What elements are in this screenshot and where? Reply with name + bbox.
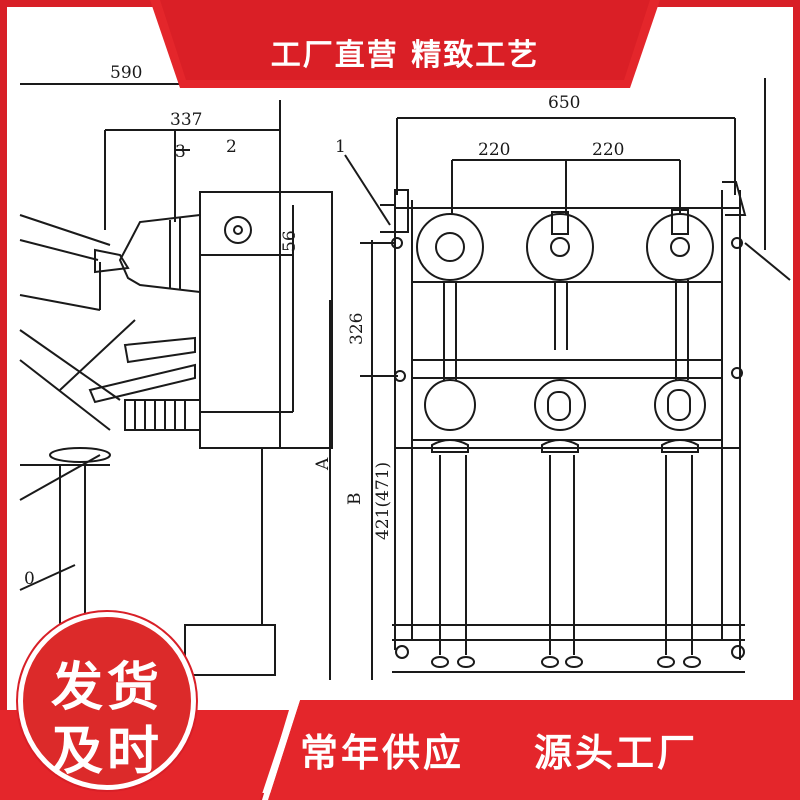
callout-10: 0 [24, 569, 35, 589]
dim-220-right: 220 [592, 140, 624, 160]
dim-56: 56 [280, 230, 300, 252]
dim-326: 326 [347, 313, 367, 345]
dim-label-b: B [345, 493, 365, 506]
dim-590: 590 [110, 63, 142, 83]
callout-1: 1 [335, 137, 346, 157]
callout-3: 3 [175, 142, 186, 162]
delivery-badge: 发货 及时 [18, 612, 196, 790]
badge-text-line2: 及时 [50, 722, 163, 782]
dim-650: 650 [548, 93, 580, 113]
dim-220-left: 220 [478, 140, 510, 160]
dim-label-a: A [313, 457, 333, 471]
dim-421: 421(471) [373, 462, 393, 540]
callout-2: 2 [226, 137, 237, 157]
top-banner [150, 0, 660, 88]
slogan-source-factory: 源头工厂 [534, 731, 699, 775]
banner-title: 工厂直营 精致工艺 [270, 38, 540, 73]
dim-337: 337 [170, 110, 202, 130]
badge-text-line1: 发货 [50, 658, 163, 718]
slogan-year-round-supply: 常年供应 [300, 731, 465, 775]
